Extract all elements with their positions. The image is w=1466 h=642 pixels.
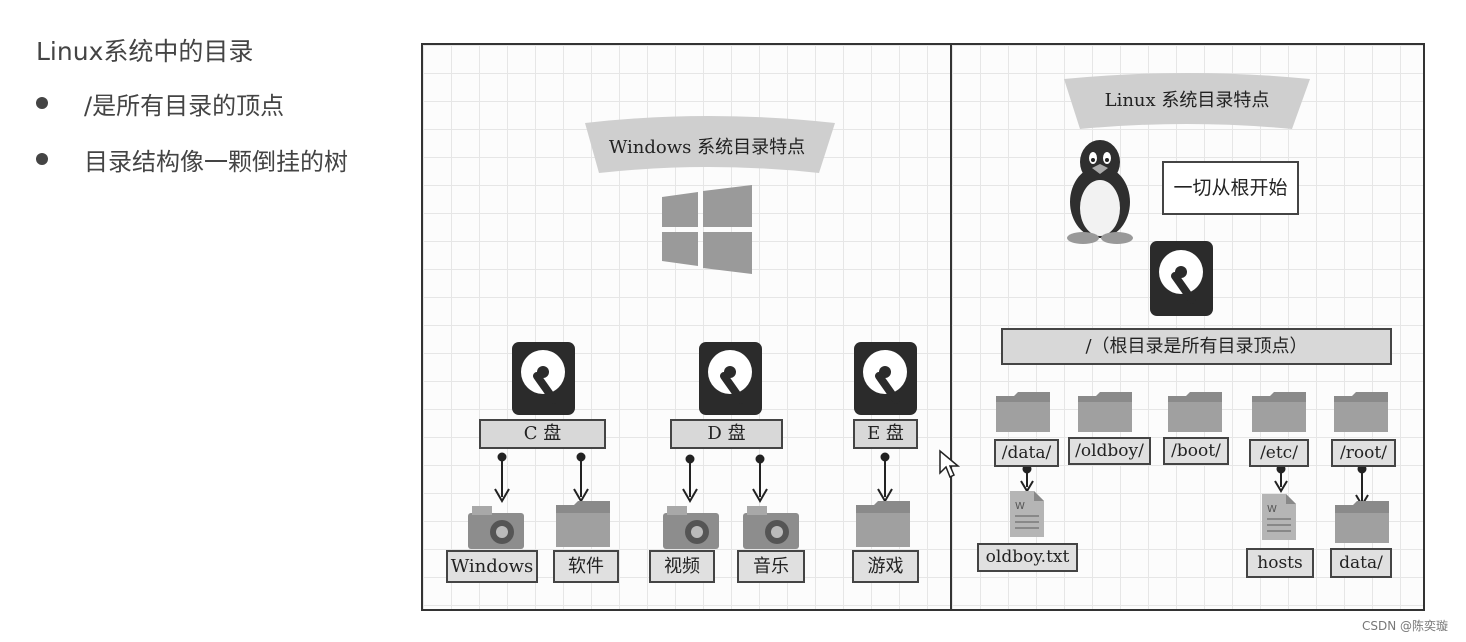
dir-etc: /etc/ (1249, 439, 1309, 467)
child-video: 视频 (649, 550, 715, 583)
mouse-cursor-icon (939, 449, 961, 479)
windows-panel: Windows 系统目录特点 (421, 43, 952, 611)
drive-c-label: C 盘 (479, 419, 606, 449)
slide-title: Linux系统中的目录 (36, 37, 254, 66)
linux-banner-shape (1064, 73, 1310, 129)
folder-icon (556, 501, 610, 547)
hard-drive-icon (699, 342, 762, 415)
dir-data: /data/ (994, 439, 1059, 467)
svg-text:W: W (1267, 504, 1277, 515)
document-icon: W (1010, 491, 1044, 537)
watermark: CSDN @陈奕璇 (1361, 619, 1448, 633)
folder-icon (856, 501, 910, 547)
camera-icon (663, 506, 719, 549)
linux-arrows (1020, 464, 1369, 507)
svg-text:W: W (1015, 501, 1025, 512)
folder-icon (1078, 392, 1132, 432)
hard-drive-icon (512, 342, 575, 415)
bullet-dot (36, 153, 48, 165)
hard-drive-icon (1150, 241, 1213, 316)
linux-callout: 一切从根开始 (1162, 161, 1299, 215)
folder-icon (1334, 392, 1388, 432)
child-software: 软件 (553, 550, 619, 583)
folder-icon (996, 392, 1050, 432)
folder-icon (1252, 392, 1306, 432)
windows-banner-text: Windows 系统目录特点 (609, 137, 805, 158)
linux-root-label: /（根目录是所有目录顶点） (1001, 328, 1392, 365)
child-windows: Windows (446, 550, 538, 583)
camera-icon (743, 506, 799, 549)
windows-banner-shape (585, 116, 835, 173)
camera-icon (468, 506, 524, 549)
bullet-1-text: /是所有目录的顶点 (84, 92, 285, 120)
drive-d-label: D 盘 (670, 419, 783, 449)
drive-e-label: E 盘 (853, 419, 918, 449)
linux-diagram: Linux 系统目录特点 (996, 73, 1389, 543)
hard-drive-icon (854, 342, 917, 415)
dir-root-data: data/ (1330, 548, 1392, 578)
document-icon: W (1262, 494, 1296, 540)
linux-banner-text: Linux 系统目录特点 (1105, 90, 1270, 111)
child-music: 音乐 (737, 550, 805, 583)
file-hosts: hosts (1246, 548, 1314, 578)
windows-logo-icon (662, 185, 752, 274)
child-games: 游戏 (852, 550, 919, 583)
dir-oldboy: /oldboy/ (1068, 437, 1151, 465)
linux-panel: Linux 系统目录特点 (950, 43, 1425, 611)
windows-diagram: Windows 系统目录特点 (468, 116, 917, 549)
dir-boot: /boot/ (1163, 437, 1229, 465)
dir-root: /root/ (1331, 439, 1396, 467)
windows-arrows (494, 452, 893, 503)
folder-icon (1335, 501, 1389, 543)
bullet-dot (36, 97, 48, 109)
bullet-2-text: 目录结构像一颗倒挂的树 (84, 148, 348, 176)
tux-penguin-icon (1067, 140, 1133, 244)
folder-icon (1168, 392, 1222, 432)
file-oldboy-txt: oldboy.txt (977, 543, 1078, 572)
